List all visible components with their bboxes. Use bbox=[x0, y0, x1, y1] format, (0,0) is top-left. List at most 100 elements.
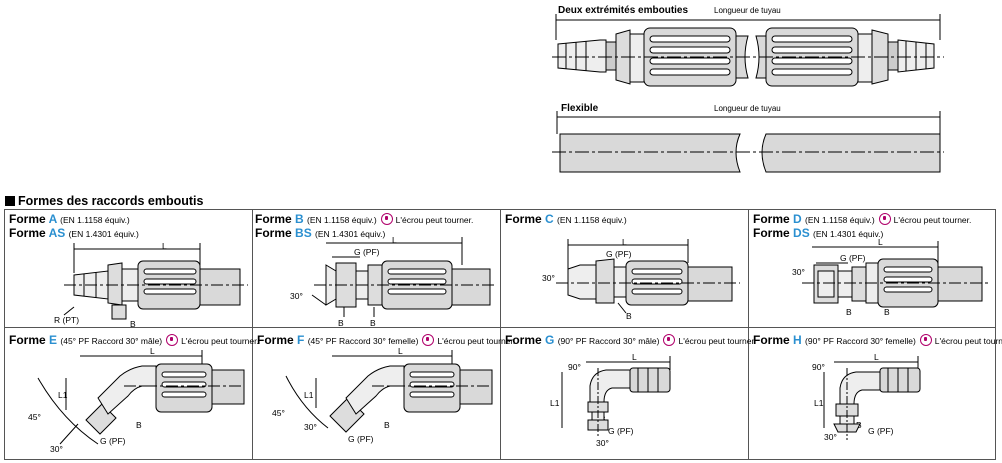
forme-word: Forme bbox=[257, 333, 294, 347]
forme-word: Forme bbox=[255, 212, 292, 226]
label-angle-30: 30° bbox=[304, 422, 317, 432]
cell-form-d: Forme D (EN 1.1158 équiv.)L'écrou peut t… bbox=[748, 209, 996, 327]
both-ends-drawing bbox=[552, 14, 944, 87]
form-spec: (90° PF Raccord 30° femelle) bbox=[805, 336, 916, 346]
flexible-title: Flexible bbox=[561, 103, 599, 114]
forme-word: Forme bbox=[505, 333, 542, 347]
label-g-pf: G (PF) bbox=[606, 249, 632, 259]
rotate-icon bbox=[422, 334, 435, 346]
form-spec: (EN 1.4301 équiv.) bbox=[68, 229, 139, 239]
form-d-header: Forme D (EN 1.1158 équiv.)L'écrou peut t… bbox=[753, 213, 971, 241]
form-a-drawing bbox=[63, 243, 248, 320]
dim-l: L bbox=[878, 237, 883, 247]
forme-word: Forme bbox=[9, 333, 46, 347]
label-angle-45: 45° bbox=[272, 408, 285, 418]
forms-grid-lines bbox=[4, 209, 996, 460]
form-spec: (EN 1.4301 équiv.) bbox=[813, 229, 884, 239]
form-f-drawing bbox=[285, 350, 493, 433]
form-letter: AS bbox=[48, 226, 66, 240]
forme-word: Forme bbox=[9, 212, 46, 226]
form-a-header: Forme A (EN 1.1158 équiv.) Forme AS (EN … bbox=[9, 213, 139, 241]
forme-word: Forme bbox=[753, 226, 790, 240]
form-h-drawing bbox=[823, 356, 921, 440]
cell-form-g: Forme G (90° PF Raccord 30° mâle) L'écrou… bbox=[500, 328, 756, 460]
form-letter: H bbox=[793, 333, 802, 347]
label-b: B bbox=[384, 420, 390, 430]
form-e-header: Forme E (45° PF Raccord 30° mâle) L'écrou… bbox=[9, 334, 259, 348]
dim-l1: L1 bbox=[814, 398, 824, 408]
title-square-icon bbox=[5, 196, 15, 206]
rotate-note: L'écrou peut tourner. bbox=[893, 215, 972, 225]
rotate-note: L'écrou peut tourner. bbox=[934, 336, 1002, 346]
form-spec: (EN 1.1158 équiv.) bbox=[805, 215, 875, 225]
dim-l: L bbox=[162, 241, 167, 251]
dim-l: L bbox=[398, 346, 403, 356]
label-b: B bbox=[626, 311, 632, 321]
form-d-drawing bbox=[802, 241, 990, 308]
cell-form-e: Forme E (45° PF Raccord 30° mâle) L'écrou… bbox=[4, 328, 259, 460]
label-g-pf: G (PF) bbox=[100, 436, 126, 446]
form-spec: (45° PF Raccord 30° femelle) bbox=[307, 336, 419, 346]
forme-word: Forme bbox=[255, 226, 292, 240]
label-b: B bbox=[846, 307, 852, 317]
dim-l: L bbox=[874, 352, 879, 362]
rotate-note: L'écrou peut tourner. bbox=[678, 336, 757, 346]
rotate-icon bbox=[663, 334, 676, 346]
form-letter: G bbox=[545, 333, 555, 347]
label-angle-30: 30° bbox=[596, 438, 609, 448]
form-g-drawing bbox=[561, 356, 671, 438]
form-letter: B bbox=[295, 212, 304, 226]
flexible-drawing bbox=[552, 111, 944, 173]
form-spec: (EN 1.4301 équiv.) bbox=[315, 229, 386, 239]
form-f-header: Forme F (45° PF Raccord 30° femelle) L'éc… bbox=[257, 334, 515, 348]
label-angle-30: 30° bbox=[50, 444, 63, 454]
forme-word: Forme bbox=[505, 212, 542, 226]
rotate-note: L'écrou peut tourner. bbox=[437, 336, 516, 346]
dim-l: L bbox=[632, 352, 637, 362]
both-ends-title: Deux extrémités embouties bbox=[558, 5, 689, 16]
dim-l: L bbox=[622, 237, 627, 247]
label-angle-90: 90° bbox=[812, 362, 825, 372]
form-c-drawing bbox=[556, 239, 740, 314]
forme-word: Forme bbox=[753, 212, 790, 226]
dim-l: L bbox=[150, 346, 155, 356]
label-g-pf: G (PF) bbox=[354, 247, 380, 257]
label-g-pf: G (PF) bbox=[868, 426, 894, 436]
form-spec: (EN 1.1158 équiv.) bbox=[557, 215, 627, 225]
form-b-header: Forme B (EN 1.1158 équiv.) L'écrou peut t… bbox=[255, 213, 473, 241]
rotate-note: L'écrou peut tourner. bbox=[395, 215, 474, 225]
dim-l1: L1 bbox=[304, 390, 314, 400]
label-g-pf: G (PF) bbox=[840, 253, 866, 263]
rotate-icon bbox=[380, 213, 393, 225]
label-g-pf: G (PF) bbox=[348, 434, 374, 444]
form-spec: (90° PF Raccord 30° mâle) bbox=[557, 336, 660, 346]
form-g-header: Forme G (90° PF Raccord 30° mâle) L'écrou… bbox=[505, 334, 756, 348]
hose-length-label-flexible: Longueur de tuyau bbox=[714, 104, 781, 113]
form-spec: (45° PF Raccord 30° mâle) bbox=[60, 336, 163, 346]
form-c-header: Forme C (EN 1.1158 équiv.) bbox=[505, 213, 627, 227]
form-spec: (EN 1.1158 équiv.) bbox=[60, 215, 130, 225]
form-h-header: Forme H (90° PF Raccord 30° femelle)L'éc… bbox=[753, 334, 1002, 348]
dim-l: L bbox=[392, 235, 397, 245]
form-letter: A bbox=[48, 212, 57, 226]
label-b: B bbox=[136, 420, 142, 430]
cell-form-a: Forme A (EN 1.1158 équiv.) Forme AS (EN … bbox=[4, 209, 252, 329]
form-letter: E bbox=[49, 333, 58, 347]
form-spec: (EN 1.1158 équiv.) bbox=[307, 215, 377, 225]
rotate-icon bbox=[878, 213, 891, 225]
label-angle-30: 30° bbox=[792, 267, 805, 277]
rotate-note: L'écrou peut tourner. bbox=[181, 336, 259, 346]
form-letter: F bbox=[297, 333, 305, 347]
form-e-drawing bbox=[37, 350, 245, 445]
forme-word: Forme bbox=[9, 226, 46, 240]
label-r-pt: R (PT) bbox=[54, 315, 80, 325]
section-title: Formes des raccords emboutis bbox=[5, 194, 203, 208]
label-b: B bbox=[130, 319, 136, 329]
form-letter: BS bbox=[295, 226, 312, 240]
label-b: B bbox=[370, 318, 376, 328]
hose-length-label-top: Longueur de tuyau bbox=[714, 6, 781, 15]
label-b: B bbox=[338, 318, 344, 328]
label-angle-90: 90° bbox=[568, 362, 581, 372]
form-letter: DS bbox=[793, 226, 810, 240]
cell-form-f: Forme F (45° PF Raccord 30° femelle) L'éc… bbox=[252, 328, 515, 460]
